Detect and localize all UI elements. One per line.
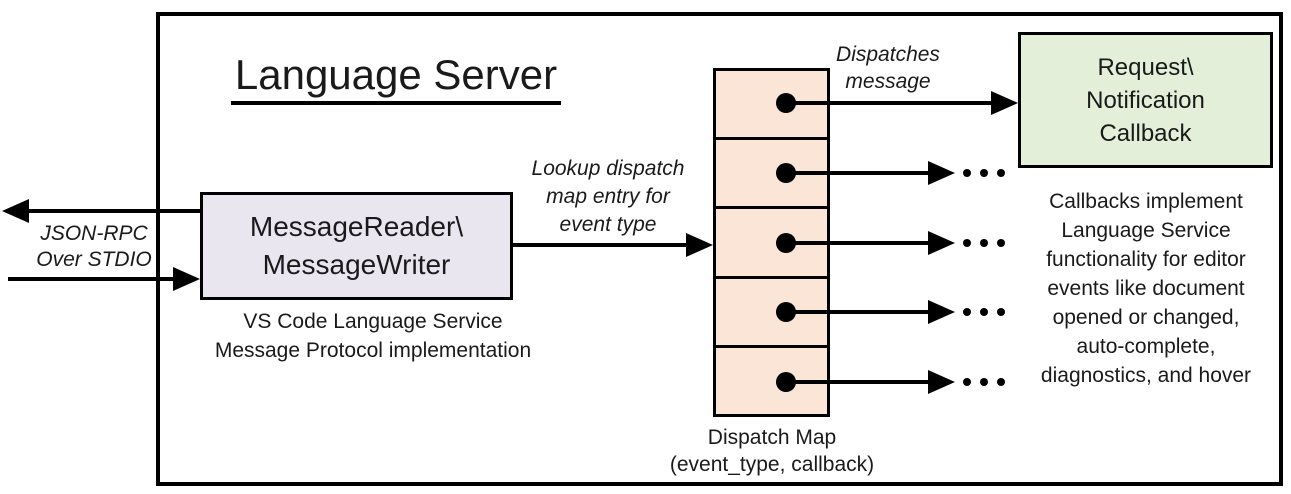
stdio-label: JSON-RPC Over STDIO bbox=[18, 221, 170, 273]
stdio-out-arrowhead-icon bbox=[2, 199, 29, 223]
ellipsis-5 bbox=[963, 378, 1005, 386]
language-server-frame bbox=[156, 12, 1283, 486]
page-title: Language Server bbox=[196, 52, 596, 105]
callbacks-note-line3: functionality for editor bbox=[1046, 248, 1246, 271]
dispatch-arrow-4-line bbox=[786, 310, 931, 314]
callbacks-note-line2: Language Service bbox=[1061, 219, 1231, 242]
callbacks-note-line6: auto-complete, bbox=[1076, 335, 1216, 358]
dispatches-message-line2: message bbox=[845, 70, 931, 93]
dispatches-message-label: Dispatches message bbox=[818, 41, 958, 95]
dispatch-map-caption-line1: Dispatch Map bbox=[707, 426, 837, 449]
dispatch-arrow-2-head-icon bbox=[928, 161, 955, 185]
ellipsis-3 bbox=[963, 239, 1005, 247]
reader-caption-line1: VS Code Language Service bbox=[243, 310, 503, 333]
callbacks-note-line5: opened or changed, bbox=[1052, 306, 1240, 329]
lookup-label: Lookup dispatch map entry for event type bbox=[517, 155, 699, 239]
map-entry-dot-3 bbox=[776, 233, 796, 253]
map-entry-dot-1 bbox=[776, 93, 796, 113]
stdio-label-line2: Over STDIO bbox=[36, 248, 152, 271]
ellipsis-4 bbox=[963, 308, 1005, 316]
request-notification-callback-box: Request\ Notification Callback bbox=[1018, 32, 1273, 168]
callback-box-line1: Request\ bbox=[1097, 53, 1194, 81]
message-reader-writer-box: MessageReader\ MessageWriter bbox=[200, 192, 513, 300]
callbacks-note: Callbacks implement Language Service fun… bbox=[1016, 187, 1276, 390]
map-entry-dot-2 bbox=[776, 163, 796, 183]
callbacks-note-line7: diagnostics, and hover bbox=[1040, 364, 1252, 387]
lookup-arrowhead-icon bbox=[686, 233, 713, 257]
callbacks-note-line1: Callbacks implement bbox=[1049, 190, 1243, 213]
dispatch-arrow-5-head-icon bbox=[928, 370, 955, 394]
dispatch-map-cell bbox=[716, 71, 827, 141]
callbacks-note-line4: events like document bbox=[1047, 277, 1245, 300]
lookup-label-line1: Lookup dispatch bbox=[531, 157, 685, 180]
lookup-label-line2: map entry for bbox=[546, 185, 670, 208]
dispatch-arrow-1-line bbox=[786, 101, 996, 105]
dispatch-arrow-1-head-icon bbox=[991, 91, 1018, 115]
ellipsis-2 bbox=[963, 169, 1005, 177]
page-title-text: Language Server bbox=[230, 52, 562, 105]
lookup-arrow-line bbox=[510, 243, 690, 247]
dispatch-arrow-3-head-icon bbox=[928, 231, 955, 255]
reader-caption: VS Code Language Service Message Protoco… bbox=[195, 307, 551, 365]
dispatch-map-caption-line2: (event_type, callback) bbox=[669, 453, 875, 476]
stdio-in-arrowhead-icon bbox=[173, 267, 200, 291]
dispatch-arrow-4-head-icon bbox=[928, 300, 955, 324]
callback-box-line3: Callback bbox=[1099, 119, 1192, 147]
dispatches-message-line1: Dispatches bbox=[836, 43, 940, 66]
stdio-in-arrow-line bbox=[8, 277, 176, 281]
reader-caption-line2: Message Protocol implementation bbox=[214, 339, 532, 362]
dispatch-arrow-2-line bbox=[786, 171, 931, 175]
dispatch-arrow-3-line bbox=[786, 241, 931, 245]
reader-box-line1: MessageReader\ bbox=[249, 211, 464, 242]
callback-box-line2: Notification bbox=[1086, 86, 1205, 114]
map-entry-dot-5 bbox=[776, 372, 796, 392]
lookup-label-line3: event type bbox=[559, 213, 657, 236]
dispatch-map-caption: Dispatch Map (event_type, callback) bbox=[660, 424, 884, 478]
map-entry-dot-4 bbox=[776, 302, 796, 322]
stdio-out-arrow-line bbox=[22, 209, 200, 213]
reader-box-line2: MessageWriter bbox=[262, 249, 451, 280]
stdio-label-line1: JSON-RPC bbox=[40, 222, 148, 245]
dispatch-arrow-5-line bbox=[786, 380, 931, 384]
dispatch-map bbox=[713, 68, 830, 417]
